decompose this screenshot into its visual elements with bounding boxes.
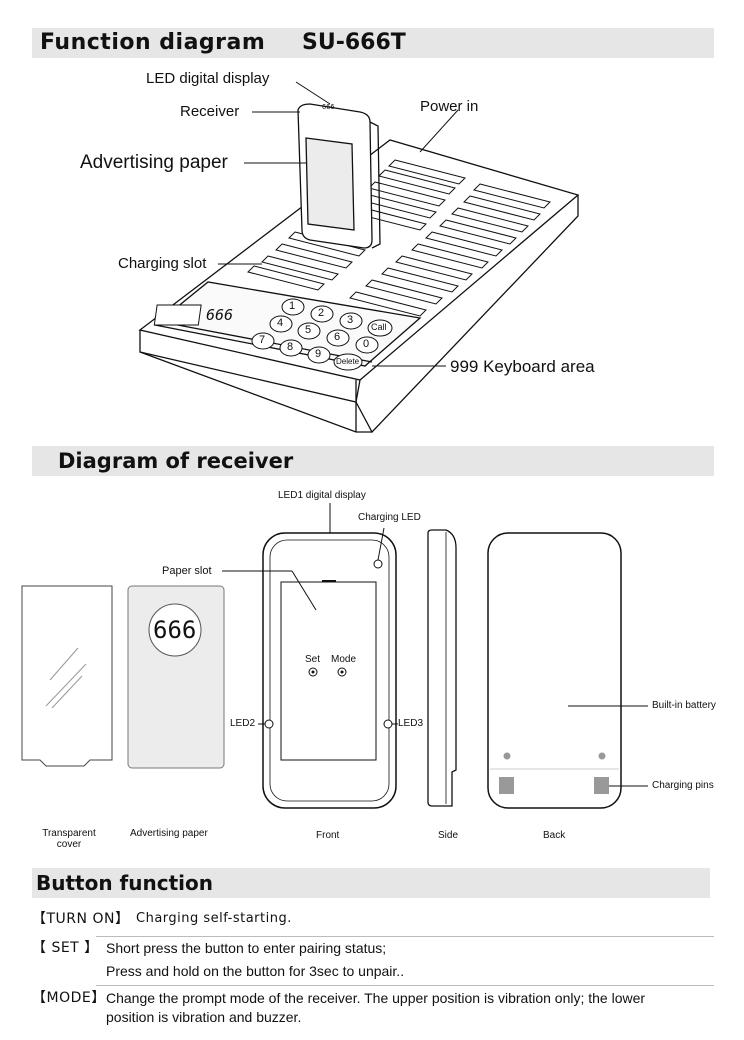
function-diagram-title: Function diagram <box>40 30 266 55</box>
button-desc-mode-line2: position is vibration and buzzer. <box>106 1009 302 1025</box>
label-mode: Mode <box>331 654 357 665</box>
caption-side: Side <box>438 830 459 841</box>
key-0: 0 <box>363 338 370 350</box>
button-tag-mode: 【MODE】 <box>32 990 106 1006</box>
label-charging-slot: Charging slot <box>118 255 207 272</box>
label-led1-display: LED1 digital display <box>278 490 366 501</box>
label-keyboard-area: 999 Keyboard area <box>450 357 595 376</box>
label-advertising-paper: Advertising paper <box>80 152 228 173</box>
caption-transparent-cover-line1: Transparent <box>42 828 96 839</box>
button-desc-mode-line1: Change the prompt mode of the receiver. … <box>106 990 646 1006</box>
label-led-digital-display: LED digital display <box>146 70 270 87</box>
function-diagram-header: Function diagram SU-666T <box>32 28 714 58</box>
pager-system-illustration <box>138 81 580 434</box>
button-row-mode: 【MODE】 Change the prompt mode of the rec… <box>32 988 714 1032</box>
key-5: 5 <box>305 324 312 336</box>
button-desc-set-line2: Press and hold on the button for 3sec to… <box>106 963 405 979</box>
label-paper-slot: Paper slot <box>162 565 212 577</box>
label-built-in-battery: Built-in battery <box>652 700 716 711</box>
key-delete: Delete <box>336 357 360 366</box>
label-receiver: Receiver <box>180 103 240 120</box>
label-set: Set <box>305 654 321 665</box>
receiver-diagram-header: Diagram of receiver <box>32 446 714 476</box>
charging-pin-right <box>594 777 609 794</box>
key-1: 1 <box>289 300 296 312</box>
button-row-turn-on: 【TURN ON】 Charging self-starting. <box>32 909 714 931</box>
key-6: 6 <box>334 331 341 343</box>
transparent-cover <box>21 585 113 767</box>
button-tag-set: 【 SET 】 <box>32 940 99 956</box>
caption-front: Front <box>316 830 340 841</box>
row-divider <box>96 985 714 986</box>
receiver-side <box>427 529 457 807</box>
label-led2: LED2 <box>230 718 256 729</box>
receiver-diagram-title: Diagram of receiver <box>58 449 294 473</box>
receiver-display-digits: 666 <box>322 103 335 111</box>
button-function-header: Button function <box>32 868 710 898</box>
label-charging-led: Charging LED <box>358 512 421 523</box>
key-9: 9 <box>315 348 322 360</box>
caption-advertising-paper: Advertising paper <box>130 828 208 839</box>
receiver-in-base <box>297 103 381 249</box>
caption-back: Back <box>543 830 566 841</box>
row-divider <box>96 936 714 937</box>
key-8: 8 <box>287 341 294 353</box>
base-display-digits: 666 <box>206 306 234 324</box>
key-3: 3 <box>347 314 354 326</box>
receiver-back <box>487 532 622 809</box>
button-tag-turn-on: 【TURN ON】 <box>32 911 130 927</box>
keypad-keys <box>251 298 393 371</box>
button-desc-turn-on-line1: Charging self-starting. <box>136 911 292 926</box>
button-function-title: Button function <box>36 871 213 895</box>
key-7: 7 <box>259 334 266 346</box>
label-led3: LED3 <box>398 718 424 729</box>
button-desc-set-line1: Short press the button to enter pairing … <box>106 940 387 956</box>
label-power-in: Power in <box>420 98 479 115</box>
model-number: SU-666T <box>302 30 406 55</box>
caption-transparent-cover-line2: cover <box>56 839 82 850</box>
key-4: 4 <box>277 317 284 329</box>
label-charging-pins: Charging pins <box>652 780 714 791</box>
button-row-set: 【 SET 】 Short press the button to enter … <box>32 938 714 982</box>
base-display <box>153 304 202 326</box>
key-call: Call <box>371 322 387 332</box>
charging-pin-left <box>499 777 514 794</box>
paper-display-digits: 666 <box>153 616 197 644</box>
caption-transparent-cover: Transparent cover <box>34 828 104 850</box>
key-2: 2 <box>318 307 325 319</box>
receiver-parts-illustration <box>21 503 648 809</box>
paper-slot <box>280 581 377 761</box>
